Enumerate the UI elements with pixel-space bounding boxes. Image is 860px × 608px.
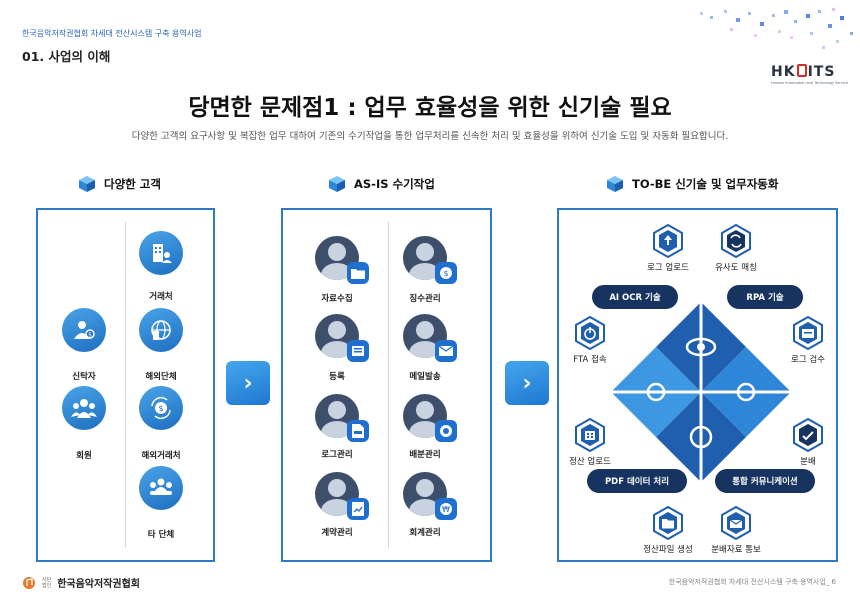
tobe-label: 로그 검수 [791, 355, 825, 365]
log-file-icon [347, 420, 369, 442]
project-title: 한국음악저작권협회 차세대 전산시스템 구축 용역사업 [22, 29, 202, 38]
logo-subtext: Hankuk Information and Technology Servic… [771, 81, 848, 85]
mail-icon [435, 340, 457, 362]
page-subtitle: 다양한 고객의 요구사항 및 복잡한 업무 대하여 기존의 수기작업을 통한 업… [131, 131, 729, 142]
globe-exchange-icon: $ [139, 386, 183, 430]
next-arrow-button[interactable]: › [226, 361, 270, 405]
task-label: 자료수집 [321, 294, 353, 304]
task-label: 징수관리 [409, 294, 441, 304]
globe-building-icon [139, 308, 183, 352]
ai-ocr-tag: AI OCR 기술 [592, 285, 678, 309]
org-type-1: 사단 [42, 576, 52, 583]
tech-diamond-graphic [611, 302, 791, 482]
next-arrow-button[interactable]: › [505, 361, 549, 405]
svg-text:$: $ [443, 269, 448, 278]
chevron-right-icon: › [522, 370, 532, 396]
distribution-coin-icon [435, 420, 457, 442]
tobe-label: 유사도 매칭 [715, 263, 757, 273]
tobe-label: 정산파일 생성 [643, 545, 693, 555]
tobe-heading-label: TO-BE 신기술 및 업무자동화 [632, 177, 779, 191]
decorative-dot-pattern [700, 8, 853, 49]
tobe-label: FTA 접속 [573, 355, 607, 365]
person-avatar [315, 394, 359, 438]
svg-text:$: $ [88, 332, 92, 339]
customers-heading-label: 다양한 고객 [104, 177, 161, 191]
task-label: 메일발송 [409, 372, 441, 382]
person-avatar [403, 472, 447, 516]
task-label: 배분관리 [409, 450, 441, 460]
trustee-person-icon: $ [62, 308, 106, 352]
page-footer: 한국음악저작권협회 차세대 전산시스템 구축 용역사업_ 6 [668, 578, 836, 586]
building-icon [139, 231, 183, 275]
task-label: 등록 [329, 372, 345, 382]
tobe-label: 정산 업로드 [569, 457, 611, 467]
customer-label: 해외단체 [145, 372, 177, 382]
divider [388, 222, 389, 548]
tobe-heading: TO-BE 신기술 및 업무자동화 [606, 174, 778, 194]
coin-icon: $ [435, 262, 457, 284]
tobe-panel: AI OCR 기술 RPA 기술 PDF 데이터 처리 통합 커뮤니케이션 로그… [557, 208, 838, 562]
cube-icon [607, 176, 623, 192]
file-create-icon [653, 506, 683, 540]
customers-panel: 거래처 $ 신탁자 해외단체 회원 $ 해외거래처 타 단체 [36, 208, 215, 562]
org-type-2: 법인 [42, 582, 52, 589]
asis-heading: AS-IS 수기작업 [328, 174, 435, 194]
task-label: 계약관리 [321, 528, 353, 538]
register-form-icon [347, 340, 369, 362]
power-icon [575, 316, 605, 350]
review-icon [793, 316, 823, 350]
task-label: 로그관리 [321, 450, 353, 460]
notify-mail-icon [721, 506, 751, 540]
chevron-right-icon: › [243, 370, 253, 396]
asis-heading-label: AS-IS 수기작업 [354, 177, 435, 191]
pdf-data-tag: PDF 데이터 처리 [587, 469, 687, 493]
upload-icon [653, 224, 683, 258]
folder-icon [347, 262, 369, 284]
tobe-label: 분배자료 통보 [711, 545, 761, 555]
customer-label: 타 단체 [147, 530, 175, 540]
contract-icon [347, 498, 369, 520]
music-note-icon [23, 576, 35, 589]
cube-icon [79, 176, 95, 192]
group-icon [62, 386, 106, 430]
tobe-label: 분배 [800, 457, 816, 467]
svg-text:$: $ [158, 404, 163, 413]
cube-icon [329, 176, 345, 192]
organization-name: 한국음악저작권협회 [57, 579, 141, 590]
customer-label: 해외거래처 [141, 451, 181, 461]
page-title: 당면한 문제점1 : 업무 효율성을 위한 신기술 필요 [188, 95, 672, 121]
settlement-upload-icon [575, 418, 605, 452]
customer-label: 거래처 [149, 292, 173, 302]
organization-logo: 사단 법인 한국음악저작권협회 [22, 575, 140, 590]
customer-label: 회원 [76, 451, 92, 461]
divider [125, 222, 126, 548]
accounting-icon: ₩ [435, 498, 457, 520]
team-icon [139, 466, 183, 510]
matching-icon [721, 224, 751, 258]
customer-label: 신탁자 [72, 372, 96, 382]
asis-panel: 자료수집 $ 징수관리 등록 메일발송 로그관리 배분관리 계약관리 ₩ 회계관… [281, 208, 492, 562]
section-title: 01. 사업의 이해 [22, 49, 111, 64]
tobe-label: 로그 업로드 [647, 263, 689, 273]
integrated-communication-tag: 통합 커뮤니케이션 [715, 469, 815, 493]
svg-text:₩: ₩ [442, 505, 450, 514]
customers-heading: 다양한 고객 [78, 174, 161, 194]
rpa-tag: RPA 기술 [727, 285, 803, 309]
distribution-check-icon [793, 418, 823, 452]
task-label: 회계관리 [409, 528, 441, 538]
